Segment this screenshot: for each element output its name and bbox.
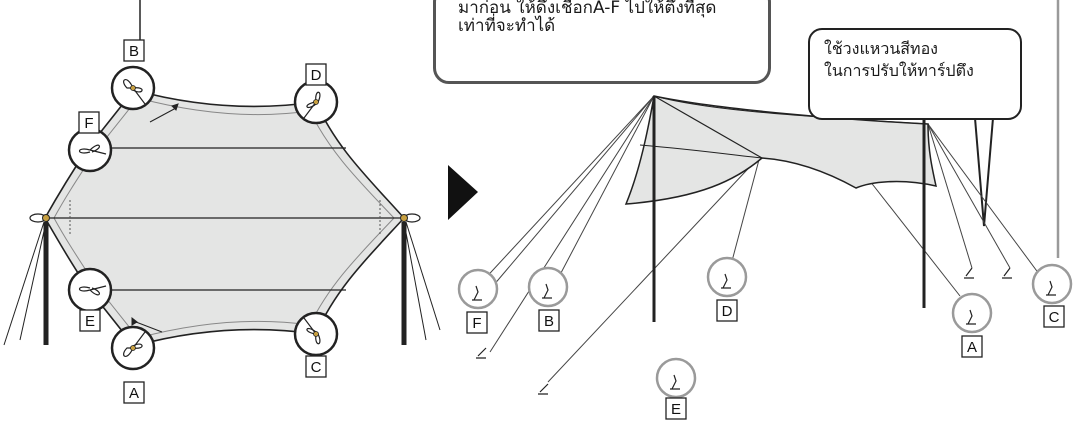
guy-line [19, 221, 47, 341]
svg-text:D: D [311, 67, 322, 84]
svg-text:A: A [129, 385, 139, 402]
svg-text:B: B [544, 313, 554, 330]
guy-line [405, 221, 441, 331]
svg-text:D: D [722, 303, 733, 320]
svg-text:C: C [311, 359, 322, 376]
anchor-detail-e [655, 357, 697, 399]
guy-line [3, 221, 45, 346]
callout-gold-ring-tip: ใช้วงแหวนสีทอง ในการปรับให้ทาร์ปตึง [808, 28, 1022, 120]
stake-icon [476, 267, 1012, 395]
corner-detail-a [110, 325, 156, 371]
callout-right-line-1: ใช้วงแหวนสีทอง [824, 39, 938, 58]
edge-line [653, 95, 929, 125]
label-d: D [305, 63, 327, 86]
anchor-detail-a [951, 292, 993, 334]
ridge-line [653, 95, 763, 159]
label-a: A [961, 335, 983, 358]
label-f: F [78, 111, 100, 134]
callout-top-line-2: เท่าที่จะทำได้ [458, 16, 556, 36]
callout-right-tail [974, 117, 994, 227]
callout-instruction-top: มาก่อน ให้ดึงเชือกA-F ไปให้ตึงที่สุด เท่… [433, 0, 771, 84]
corner-detail-c [293, 311, 339, 357]
label-e: E [665, 397, 687, 420]
anchor-detail-f [457, 268, 499, 310]
svg-text:A: A [967, 339, 977, 356]
corner-detail-f [67, 127, 113, 173]
label-f: F [466, 311, 488, 334]
anchor-detail-d [706, 256, 748, 298]
perspective-view-diagram: F B D E A C [457, 0, 1073, 420]
label-e: E [79, 309, 101, 332]
anchor-detail-b [527, 266, 569, 308]
corner-detail-b [110, 65, 156, 111]
svg-text:B: B [129, 43, 139, 60]
svg-text:E: E [85, 313, 95, 330]
callout-right-line-2: ในการปรับให้ทาร์ปตึง [824, 61, 974, 80]
corner-detail-e [67, 267, 113, 313]
guy-line [403, 221, 427, 341]
svg-text:F: F [472, 315, 481, 332]
svg-text:E: E [671, 401, 681, 418]
top-view-diagram: B D F E C A [3, 0, 441, 404]
seam-line [639, 144, 763, 159]
callout-top-line-1: มาก่อน ให้ดึงเชือกA-F ไปให้ตึงที่สุด [458, 0, 717, 18]
svg-text:F: F [84, 115, 93, 132]
corner-detail-d [293, 79, 339, 125]
label-c: C [1043, 305, 1065, 328]
label-d: D [716, 299, 738, 322]
label-b: B [538, 309, 560, 332]
label-b: B [123, 39, 145, 62]
guy-lines [475, 95, 1046, 383]
anchor-detail-c [1031, 263, 1073, 305]
label-a: A [123, 381, 145, 404]
gold-ring-icon [400, 214, 408, 222]
gold-ring-icon [42, 214, 50, 222]
next-step-arrow-icon [448, 165, 478, 220]
label-c: C [305, 355, 327, 378]
svg-text:C: C [1049, 309, 1060, 326]
stake-icon [131, 103, 179, 333]
